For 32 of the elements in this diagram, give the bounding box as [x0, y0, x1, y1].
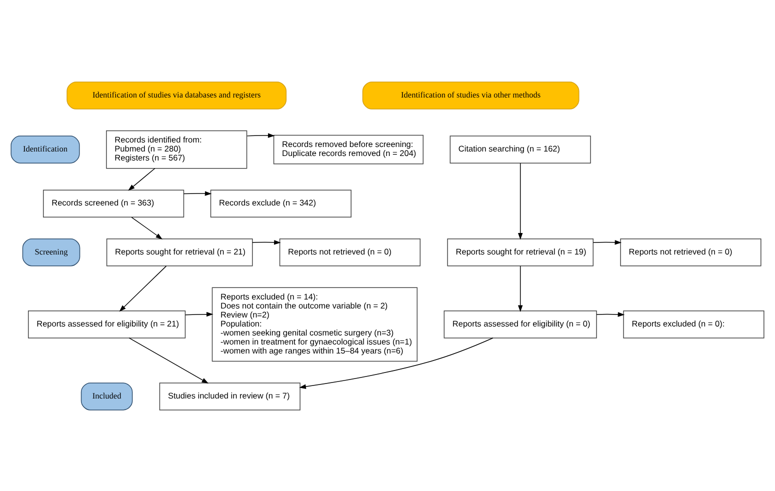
node-box: Reports assessed for eligibility (n = 21) [28, 310, 186, 338]
node-box: Records screened (n = 363) [43, 189, 184, 217]
arrow [183, 190, 212, 196]
arrow [299, 337, 494, 388]
arrow [518, 162, 523, 240]
node-box: Records removed before screening: Duplicate records removed (n = 204) [273, 134, 424, 164]
node-box: Records exclude (n = 342) [210, 189, 352, 217]
node-box: Reports sought for retrieval (n = 19) [447, 238, 594, 266]
node-box: Citation searching (n = 162) [450, 135, 591, 163]
arrow [592, 240, 622, 244]
node-box: Identification of studies via databases and registers [66, 81, 287, 109]
node-box: Records identified from: Pubmed (n = 280) Registers (n = 567) [106, 130, 248, 168]
node-box: Reports not retrieved (n = 0) [620, 238, 762, 266]
node-box: Identification of studies via other methods [362, 81, 580, 109]
arrow [185, 311, 214, 316]
node-box: Reports excluded (n = 14): Does not contain the outcome variable (n = 2) Review (n=2) Population: -women seeking genital cosmetic surgery (n=3) -women in treatment for gynaecological issues (n=1) -women with age ranges within 15–84 years (n=6) [212, 286, 418, 362]
node-box: Identification [10, 135, 80, 163]
node-box: Reports assessed for eligibility (n = 0) [444, 310, 597, 338]
arrow [128, 168, 156, 190]
arrow [518, 265, 523, 312]
arrow [596, 312, 625, 316]
arrow [246, 132, 275, 138]
node-box: Reports sought for retrieval (n = 21) [106, 238, 253, 266]
node-box: Screening [22, 238, 80, 266]
arrow [128, 337, 209, 383]
node-box: Reports excluded (n = 0): [623, 310, 764, 338]
node-box: Studies included in review (n = 7) [159, 382, 300, 410]
arrow [119, 265, 167, 312]
arrow [131, 216, 162, 239]
arrow [252, 240, 281, 244]
node-box: Reports not retrieved (n = 0) [279, 238, 421, 266]
node-box: Included [80, 382, 133, 410]
